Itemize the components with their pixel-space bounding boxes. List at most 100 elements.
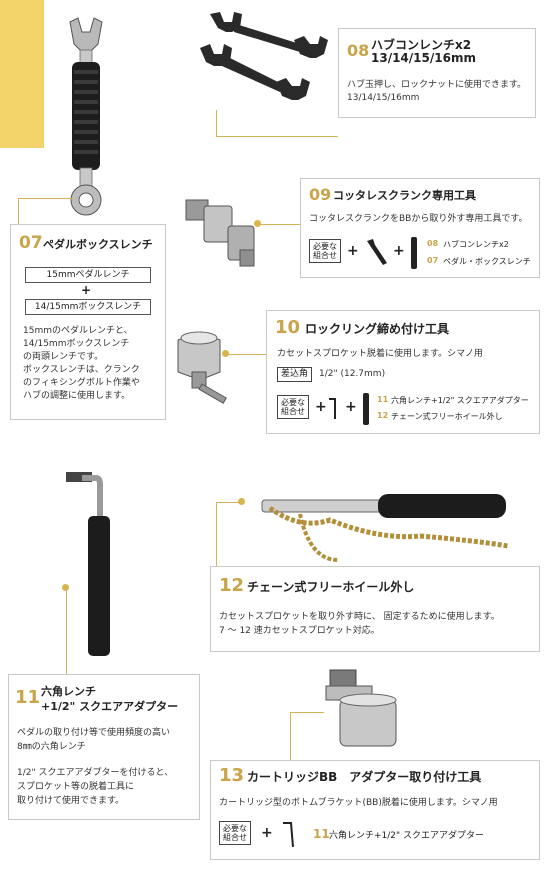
- pedal-box-wrench-image: [69, 17, 103, 216]
- item-label: チェーン式フリーホイール外し: [391, 412, 503, 421]
- card-number: 13: [219, 765, 245, 786]
- hub-cone-wrench-image: [200, 12, 328, 100]
- card-description: 15mmのペダルレンチと、 14/15mmボックスレンチ の両頭レンチです。 ボ…: [23, 325, 140, 403]
- yellow-accent-bar: [0, 0, 44, 148]
- plus-sign: +: [345, 399, 357, 415]
- card-pedal-box-wrench: 07 ペダルボックスレンチ 15mmペダルレンチ + 14/15mmボックスレン…: [10, 224, 166, 420]
- card-description: カセットスプロケットを取り外す時に、 固定するために使用します。: [219, 612, 500, 622]
- card-number: 12: [219, 575, 245, 596]
- card-description: コッタレスクランクをBBから取り外す専用工具です。: [309, 214, 528, 224]
- card-hub-cone-wrench: 08 ハブコンレンチx2 13/14/15/16mm ハブ玉押し、ロックナットに…: [338, 28, 536, 118]
- item-number: 11: [377, 395, 389, 404]
- plus-sign: +: [261, 825, 273, 841]
- item-label: ペダル・ボックスレンチ: [443, 257, 531, 266]
- card-title-sub: +1/2" スクエアアダプター: [41, 700, 179, 713]
- hex-wrench-icon: [283, 822, 294, 848]
- card-title: ハブコンレンチx2: [371, 38, 472, 52]
- tag-line: 必要な: [223, 824, 247, 833]
- item-number: 08: [427, 239, 439, 248]
- card-title: ロックリング締め付け工具: [305, 322, 450, 336]
- insert-size: 1/2" (12.7mm): [319, 369, 386, 379]
- item-number: 11: [313, 827, 330, 841]
- spec-box: 14/15mmボックスレンチ: [25, 299, 151, 315]
- chain-whip-icon: [363, 393, 369, 425]
- card-description: ペダルの取り付け等で使用頻度の高い: [17, 728, 171, 738]
- tag-line: 組合せ: [313, 251, 337, 260]
- connector-line: [216, 502, 217, 578]
- card-number: 11: [15, 687, 41, 708]
- card-description: カートリッジ型のボトムブラケット(BB)脱着に使用します。シマノ用: [219, 798, 498, 808]
- card-cotterless-crank-tool: 09 コッタレスクランク専用工具 コッタレスクランクをBBから取り外す専用工具で…: [300, 178, 540, 278]
- connector-dot: [238, 498, 245, 505]
- plus-sign: +: [347, 243, 359, 259]
- card-description: ハブ玉押し、ロックナットに使用できます。: [347, 80, 527, 90]
- desc-line: 14/15mmボックスレンチ: [23, 339, 130, 349]
- card-hex-wrench: 11 六角レンチ +1/2" スクエアアダプター ペダルの取り付け等で使用頻度の…: [8, 674, 200, 820]
- desc-line: の両頭レンチです。: [23, 352, 104, 362]
- card-number: 07: [19, 233, 43, 253]
- connector-line: [216, 502, 242, 503]
- required-combo-tag: 必要な 組合せ: [277, 395, 309, 419]
- desc-line: ボックスレンチは、クランク: [23, 365, 140, 375]
- card-description: カセットスプロケット脱着に使用します。シマノ用: [277, 349, 483, 359]
- required-combo-tag: 必要な 組合せ: [219, 821, 251, 845]
- desc-line: のフィキシングボルト作業や: [23, 378, 140, 388]
- tag-line: 必要な: [313, 242, 337, 251]
- wrench-icon: [367, 239, 387, 265]
- connector-dot: [254, 220, 261, 227]
- card-number: 10: [275, 317, 301, 338]
- card-description: 13/14/15/16mm: [347, 93, 420, 103]
- connector-dot: [222, 350, 229, 357]
- tag-line: 組合せ: [223, 833, 247, 842]
- connector-line: [290, 712, 291, 766]
- card-title: コッタレスクランク専用工具: [333, 189, 476, 202]
- card-chain-whip: 12 チェーン式フリーホイール外し カセットスプロケットを取り外す時に、 固定す…: [210, 566, 540, 652]
- cotterless-crank-tool-image: [185, 199, 255, 267]
- card-description: スプロケット等の脱着工具に: [17, 782, 135, 792]
- cartridge-bb-tool-image: [325, 669, 397, 747]
- tag-line: 組合せ: [281, 407, 305, 416]
- lockring-tool-image: [177, 331, 227, 404]
- connector-line: [66, 590, 67, 674]
- desc-line: ハブの調整に使用します。: [23, 391, 131, 401]
- card-title-sub: 13/14/15/16mm: [371, 51, 476, 65]
- card-cartridge-bb-tool: 13 カートリッジBB アダプター取り付け工具 カートリッジ型のボトムブラケット…: [210, 760, 540, 860]
- item-number: 07: [427, 256, 439, 265]
- connector-dot: [62, 584, 69, 591]
- card-title: 六角レンチ: [41, 685, 96, 698]
- card-title: ペダルボックスレンチ: [43, 238, 153, 251]
- connector-line: [216, 136, 338, 137]
- insert-angle-tag: 差込角: [277, 367, 313, 382]
- plus-sign: +: [315, 399, 327, 415]
- card-title: カートリッジBB アダプター取り付け工具: [247, 770, 482, 784]
- connector-line: [228, 354, 268, 355]
- connector-line: [18, 198, 19, 226]
- connector-line: [18, 198, 74, 199]
- item-label: ハブコンレンチx2: [443, 240, 509, 249]
- connector-line: [260, 224, 304, 225]
- card-lockring-tool: 10 ロックリング締め付け工具 カセットスプロケット脱着に使用します。シマノ用 …: [266, 310, 540, 434]
- item-label: 六角レンチ+1/2" スクエアアダプター: [329, 831, 485, 841]
- card-title: チェーン式フリーホイール外し: [247, 580, 415, 594]
- plus-sign: +: [393, 243, 405, 259]
- item-number: 12: [377, 411, 389, 420]
- desc-line: 15mmのペダルレンチと、: [23, 326, 133, 336]
- wrench-icon: [411, 237, 417, 269]
- hex-wrench-icon: [329, 398, 336, 419]
- card-number: 08: [347, 41, 370, 60]
- card-description: 8㎜の六角レンチ: [17, 742, 86, 752]
- card-description: 取り付けて使用できます。: [17, 796, 125, 806]
- item-label: 六角レンチ+1/2" スクエアアダプター: [391, 396, 529, 405]
- required-combo-tag: 必要な 組合せ: [309, 239, 341, 263]
- connector-line: [290, 712, 324, 713]
- card-description: 7 ～ 12 速カセットスプロケット対応。: [219, 626, 380, 636]
- card-description: 1/2" スクエアアダプターを付けると、: [17, 768, 174, 778]
- spec-box: 15mmペダルレンチ: [25, 267, 151, 283]
- chain-whip-image: [261, 494, 509, 562]
- connector-line: [216, 110, 217, 136]
- tag-line: 必要な: [281, 398, 305, 407]
- hex-wrench-image: [66, 472, 110, 656]
- plus-sign: +: [81, 283, 92, 297]
- card-number: 09: [309, 185, 332, 204]
